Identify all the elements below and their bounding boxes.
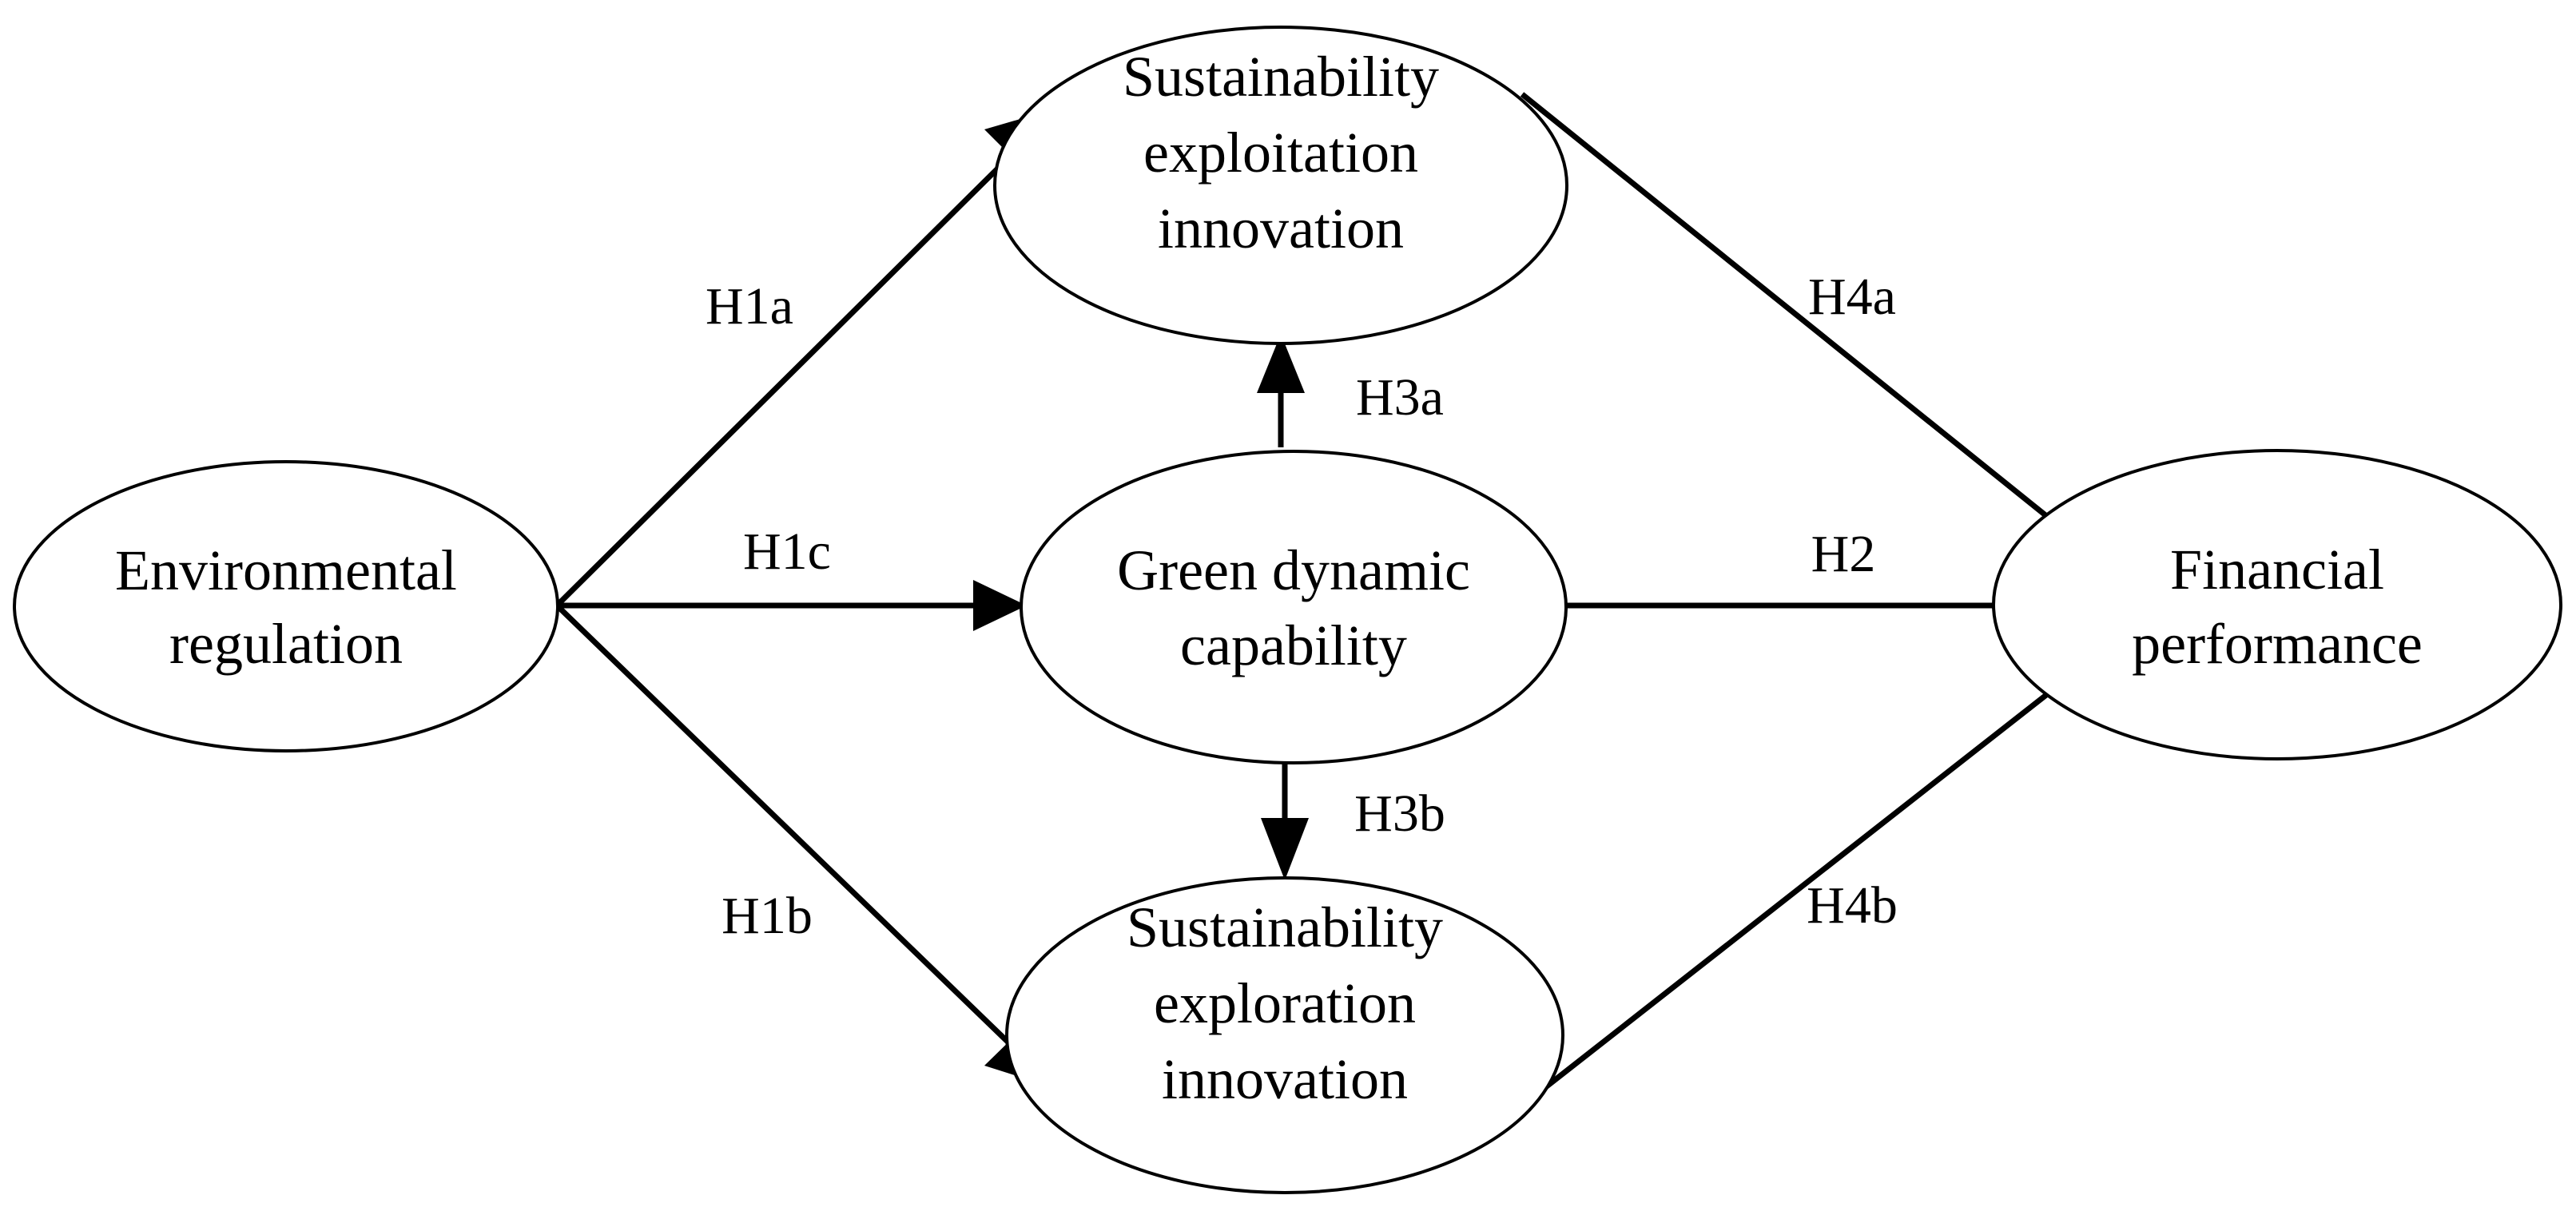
node-sustainability-exploitation-innovation-label-line1: Sustainability (1123, 45, 1439, 109)
edge-label-h4a: H4a (1808, 268, 1896, 326)
edge-label-h4b: H4b (1807, 876, 1898, 935)
edge-h1a-line (555, 125, 1041, 608)
node-sustainability-exploitation-innovation-shape[interactable] (993, 26, 1568, 345)
edge-label-h1c: H1c (743, 522, 831, 581)
edge-label-h3b: H3b (1354, 784, 1445, 843)
node-sustainability-exploration-innovation-label-line2: exploration (1154, 971, 1416, 1035)
node-sustainability-exploitation-innovation-label-line3: innovation (1158, 197, 1404, 260)
node-sustainability-exploration-innovation-shape[interactable] (1005, 876, 1564, 1194)
node-environmental-regulation-label-line2: regulation (169, 612, 403, 676)
edge-h4a-line (1520, 92, 2137, 590)
node-green-dynamic-capability-label-line2: capability (1180, 613, 1407, 677)
edge-h3b (1261, 759, 1309, 880)
edge-h1c (557, 580, 1027, 631)
node-sustainability-exploration-innovation-label-line3: innovation (1162, 1047, 1408, 1111)
edge-label-h1a: H1a (706, 277, 793, 336)
edge-label-h3a: H3a (1356, 368, 1444, 427)
node-financial-performance-shape[interactable] (1992, 449, 2562, 760)
node-environmental-regulation-label-line1: Environmental (115, 538, 457, 602)
node-environmental-regulation[interactable]: Environmental regulation (13, 460, 559, 752)
edge-label-h2: H2 (1811, 525, 1876, 583)
node-green-dynamic-capability-label-line1: Green dynamic (1117, 538, 1470, 602)
edge-h4b-line (1516, 623, 2137, 1111)
node-financial-performance-label-line1: Financial (2170, 538, 2384, 602)
node-sustainability-exploitation-innovation[interactable]: Sustainability exploitation innovation (993, 26, 1568, 345)
edge-h3b-arrowhead (1261, 818, 1309, 880)
node-green-dynamic-capability-shape[interactable] (1020, 450, 1568, 764)
edge-h1b-line (555, 603, 1035, 1068)
node-sustainability-exploration-innovation[interactable]: Sustainability exploration innovation (1005, 876, 1564, 1194)
node-green-dynamic-capability[interactable]: Green dynamic capability (1020, 450, 1568, 764)
edge-h1b (555, 603, 1055, 1088)
node-sustainability-exploration-innovation-label-line1: Sustainability (1127, 895, 1443, 959)
edge-h3a (1257, 334, 1305, 447)
node-financial-performance[interactable]: Financial performance (1992, 449, 2562, 760)
node-financial-performance-label-line2: performance (2132, 612, 2423, 676)
node-environmental-regulation-shape[interactable] (13, 460, 559, 752)
edge-label-h1b: H1b (722, 887, 813, 945)
node-sustainability-exploitation-innovation-label-line2: exploitation (1143, 121, 1418, 185)
edge-h1c-arrowhead (973, 580, 1027, 631)
edge-h3a-arrowhead (1257, 334, 1305, 393)
